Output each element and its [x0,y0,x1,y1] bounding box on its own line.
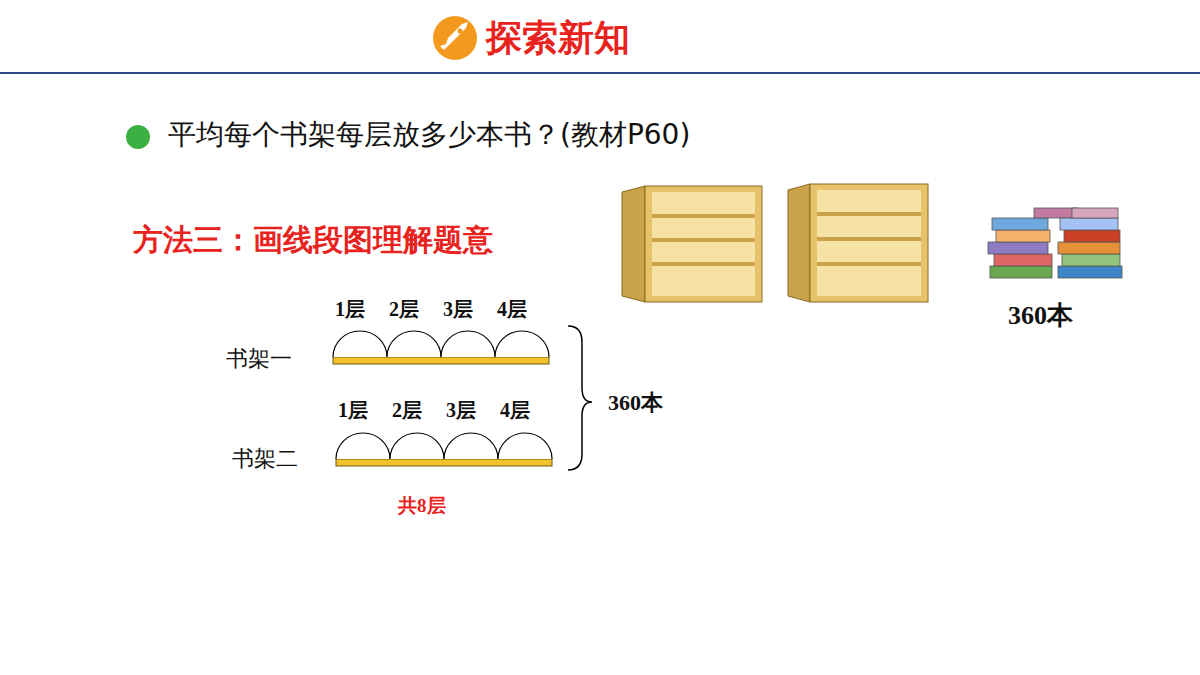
line-segment [336,459,552,466]
shelf-name: 书架一 [226,346,292,372]
segment-arc [498,433,552,459]
shelf-name: 书架二 [232,446,298,472]
total-layers: 共8层 [398,495,446,518]
rocket-icon [440,22,468,50]
layer-label: 2层 [389,297,419,321]
layer-label: 4层 [500,398,530,422]
header-rule [0,72,1200,74]
layer-label: 2层 [392,398,422,422]
segment-arc [336,433,390,459]
total-count: 360本 [608,390,663,416]
layer-label: 3层 [446,398,476,422]
layer-label: 3层 [443,297,473,321]
line-segment [333,357,549,364]
bookshelf [788,184,928,302]
layer-label: 4层 [497,297,527,321]
method-heading: 方法三：画线段图理解题意 [133,222,493,258]
segment-arc [441,331,495,357]
segment-arc [495,331,549,357]
slide-title: 探索新知 [486,16,630,59]
segment-arc [333,331,387,357]
layer-label: 1层 [338,398,368,422]
bookshelf [622,186,762,302]
layer-label: 1层 [335,297,365,321]
book-count: 360本 [1008,300,1073,331]
question-text: 平均每个书架每层放多少本书？(教材P60) [168,118,690,152]
brace [568,326,592,470]
segment-arc [390,433,444,459]
book-pile [988,208,1122,278]
segment-arc [387,331,441,357]
rocket-badge [433,16,477,60]
bullet-dot [126,125,150,149]
segment-arc [444,433,498,459]
